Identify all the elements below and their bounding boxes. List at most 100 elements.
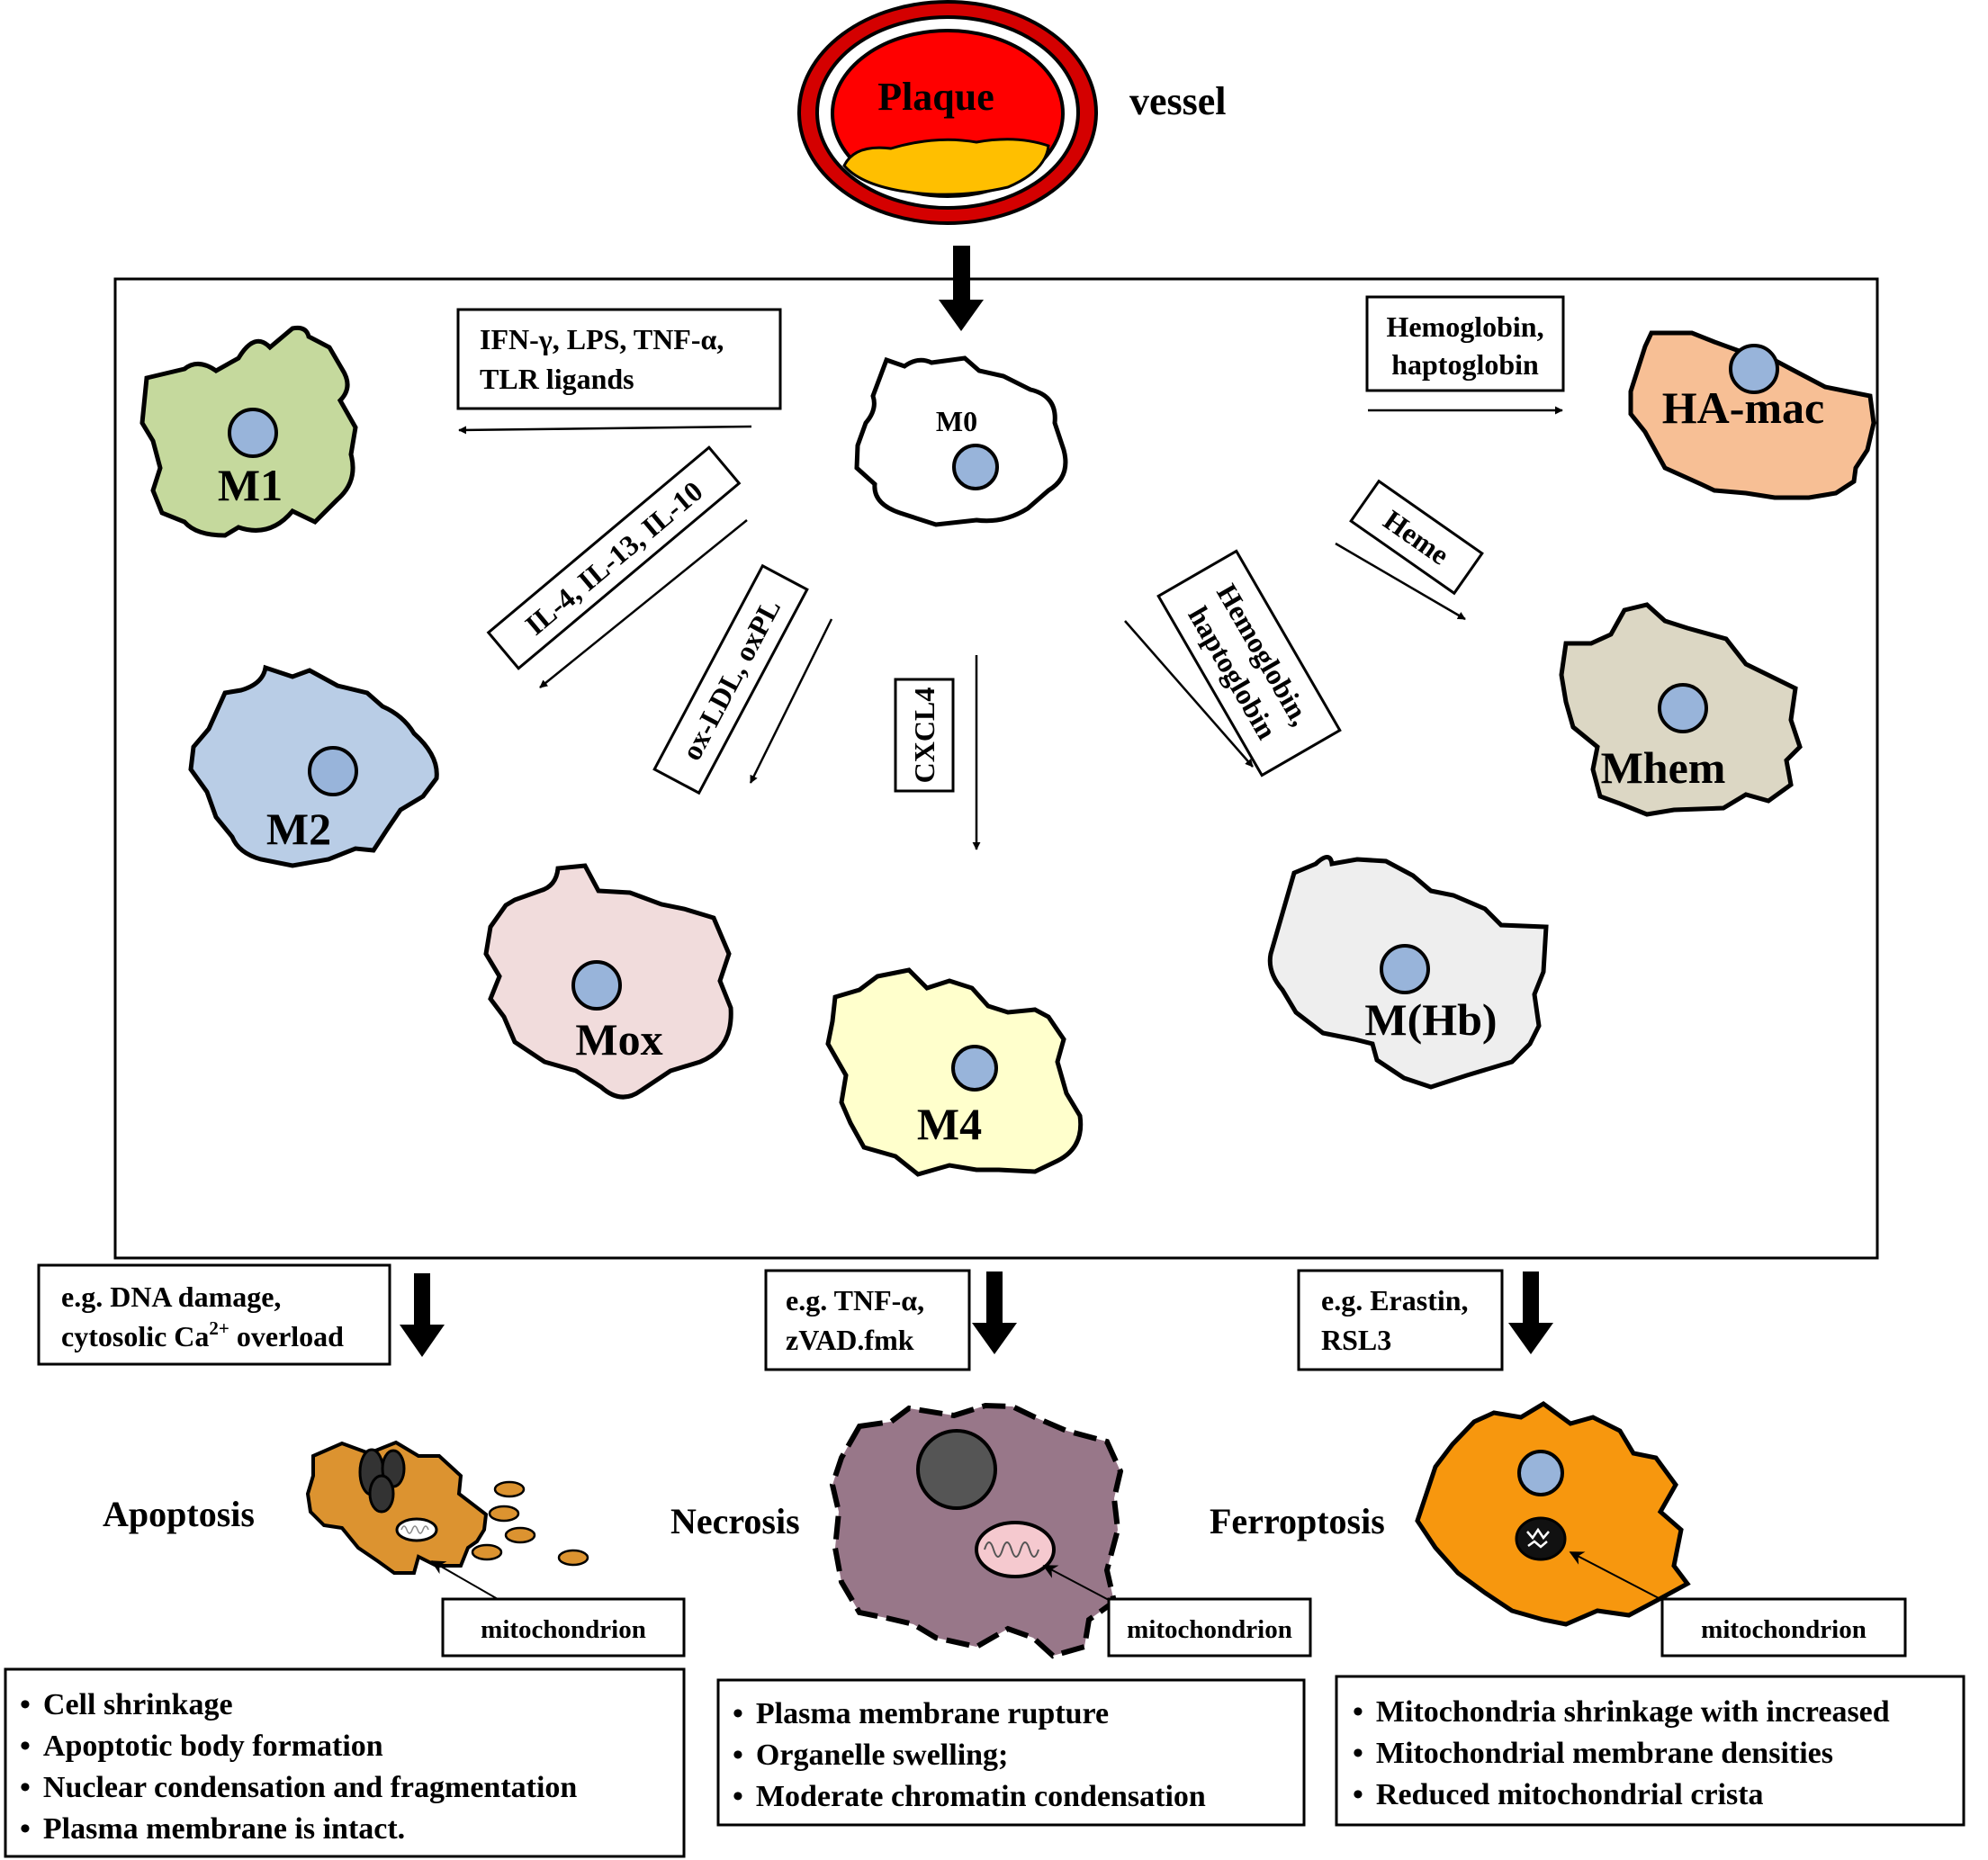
macrophage-m1: M1 xyxy=(139,325,358,538)
stimulus-hamac-line1: Hemoglobin, xyxy=(1386,310,1543,343)
trigger-apoptosis-arrow xyxy=(400,1273,445,1357)
apoptosis-mitochondrion-cristae xyxy=(400,1525,429,1534)
apoptosis-feature: •Nuclear condensation and fragmentation xyxy=(20,1771,577,1804)
apoptotic-body xyxy=(557,1549,589,1567)
macrophage-hamac: HA-mac xyxy=(1628,330,1876,500)
stimulus-m4-box xyxy=(894,678,955,793)
apoptotic-body xyxy=(471,1543,503,1561)
necrosis-callout-pointer xyxy=(1042,1565,1110,1601)
trigger-ferroptosis-line2: RSL3 xyxy=(1321,1324,1391,1356)
trigger-necrosis-line2: zVAD.fmk xyxy=(786,1324,914,1356)
macrophage-m0: M0 xyxy=(854,355,1068,527)
trigger-necrosis: e.g. TNF-α, zVAD.fmk xyxy=(764,1269,1017,1371)
macrophage-m0-body xyxy=(854,355,1068,527)
macrophage-m2-nucleus xyxy=(308,746,358,796)
ferroptosis-callout-box xyxy=(1660,1597,1907,1658)
trigger-apoptosis-line2: cytosolic Ca2+ overload xyxy=(61,1317,344,1352)
stimulus-mhb: Hemoglobin, haptoglobin xyxy=(1124,549,1342,777)
stimulus-mhem-arrow xyxy=(1335,542,1466,621)
apoptosis-panel: Apoptosis mitochondrion xyxy=(103,1440,686,1658)
stimulus-hamac: Hemoglobin, haptoglobin xyxy=(1365,295,1565,415)
ferroptosis-mitochondrion-cristae xyxy=(1526,1527,1550,1549)
stimulus-mhb-box xyxy=(1156,549,1342,777)
stimulus-mox-line1: ox-LDL, oxPL xyxy=(675,593,787,765)
apoptotic-body xyxy=(504,1526,536,1544)
macrophage-m0-nucleus xyxy=(952,444,999,490)
macrophage-mhem-label: Mhem xyxy=(1601,742,1726,793)
trigger-ferroptosis-line1: e.g. Erastin, xyxy=(1321,1284,1469,1316)
stimulus-mhem: Heme xyxy=(1335,479,1484,621)
apoptosis-cell-body xyxy=(305,1440,489,1575)
apoptosis-mitochondrion xyxy=(395,1517,438,1542)
ferroptosis-features: •Mitochondria shrinkage with increased •… xyxy=(1335,1675,1966,1827)
ferroptosis-nucleus xyxy=(1517,1450,1564,1496)
macrophage-hamac-nucleus xyxy=(1729,344,1779,394)
trigger-ferroptosis: e.g. Erastin, RSL3 xyxy=(1297,1269,1553,1371)
ferroptosis-panel: Ferroptosis mitochondrion xyxy=(1210,1401,1907,1658)
necrosis-features-box xyxy=(716,1678,1306,1827)
apoptosis-feature: •Apoptotic body formation xyxy=(20,1730,383,1763)
apoptosis-callout-label: mitochondrion xyxy=(481,1615,646,1644)
macrophage-m4-label: M4 xyxy=(917,1099,982,1149)
macrophage-mhb: M(Hb) xyxy=(1267,855,1549,1090)
apoptosis-feature: •Plasma membrane is intact. xyxy=(20,1812,405,1846)
ferroptosis-feature: •Mitochondria shrinkage with increased xyxy=(1353,1695,1890,1729)
phenotype-frame xyxy=(113,277,1879,1260)
macrophage-m2-label: M2 xyxy=(266,804,331,854)
apoptosis-feature: •Cell shrinkage xyxy=(20,1688,233,1721)
stimulus-mox-arrow xyxy=(749,618,833,784)
ferroptosis-callout-label: mitochondrion xyxy=(1701,1615,1867,1644)
stimulus-m4: CXCL4 xyxy=(894,655,981,850)
necrosis-nucleus xyxy=(916,1429,997,1510)
stimulus-m2-box xyxy=(486,445,742,670)
necrosis-feature: •Organelle swelling; xyxy=(733,1739,1008,1772)
apoptotic-body xyxy=(488,1505,520,1523)
stimulus-mox: ox-LDL, oxPL xyxy=(652,563,833,795)
necrosis-mitochondrion xyxy=(975,1521,1056,1578)
stimulus-m2: IL-4, IL-13, IL-10 xyxy=(486,445,748,688)
stimulus-m2-arrow xyxy=(539,519,748,688)
macrophage-mox-label: Mox xyxy=(575,1014,662,1065)
necrosis-feature: •Plasma membrane rupture xyxy=(733,1697,1109,1730)
macrophage-mhb-label: M(Hb) xyxy=(1364,994,1497,1045)
macrophage-m1-label: M1 xyxy=(218,460,283,510)
macrophage-mhb-nucleus xyxy=(1380,944,1430,994)
necrosis-mitochondrion-cristae xyxy=(984,1541,1039,1558)
macrophage-m0-label: M0 xyxy=(936,405,977,437)
stimulus-hamac-box xyxy=(1365,295,1565,392)
apoptotic-body xyxy=(493,1480,526,1498)
trigger-necrosis-arrow xyxy=(972,1271,1017,1354)
necrosis-feature: •Moderate chromatin condensation xyxy=(733,1780,1206,1813)
vessel-label: vessel xyxy=(1129,79,1227,123)
ferroptosis-cell-body xyxy=(1415,1401,1691,1627)
lipid-core xyxy=(842,138,1050,196)
apoptosis-features-box xyxy=(4,1667,686,1858)
ferroptosis-title: Ferroptosis xyxy=(1210,1501,1385,1541)
apoptosis-callout-box xyxy=(441,1597,686,1658)
macrophage-m2: M2 xyxy=(188,664,439,868)
trigger-ferroptosis-box xyxy=(1297,1269,1504,1371)
apoptosis-features: •Cell shrinkage •Apoptotic body formatio… xyxy=(4,1667,686,1858)
macrophage-mhem: Mhem xyxy=(1559,602,1803,817)
vessel-down-arrow xyxy=(939,246,984,331)
stimulus-mhem-box xyxy=(1349,479,1484,596)
macrophage-mhem-nucleus xyxy=(1658,683,1708,733)
necrosis-cell-body xyxy=(829,1402,1124,1659)
stimulus-m4-line1: CXCL4 xyxy=(908,687,940,784)
ferroptosis-callout-pointer xyxy=(1569,1551,1661,1600)
stimulus-m1-line1: IFN-γ, LPS, TNF-α, xyxy=(480,323,724,355)
trigger-necrosis-box xyxy=(764,1269,971,1371)
vessel-illustration: Plaque vessel xyxy=(797,0,1227,225)
stimulus-m1-box xyxy=(456,308,782,410)
plaque-label: Plaque xyxy=(877,75,994,119)
stimulus-m2-line1: IL-4, IL-13, IL-10 xyxy=(518,474,708,641)
apoptosis-title: Apoptosis xyxy=(103,1494,255,1534)
ferroptosis-feature: •Mitochondrial membrane densities xyxy=(1353,1737,1833,1770)
macrophage-mox: Mox xyxy=(483,863,733,1100)
stimulus-m1: IFN-γ, LPS, TNF-α, TLR ligands xyxy=(456,308,782,435)
ferroptosis-features-box xyxy=(1335,1675,1966,1827)
macrophage-mox-nucleus xyxy=(571,960,622,1011)
apoptosis-nucleus-fragment xyxy=(368,1474,395,1514)
trigger-ferroptosis-arrow xyxy=(1508,1271,1553,1354)
